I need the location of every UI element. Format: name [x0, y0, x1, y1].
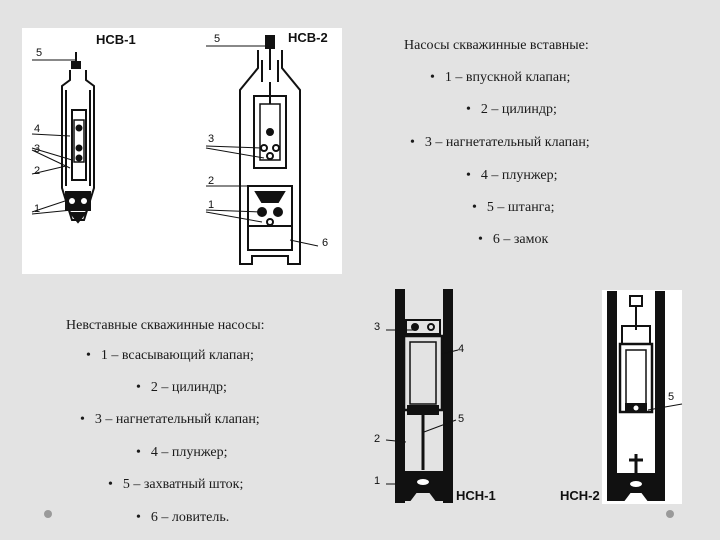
nsv2-label-5: 5	[214, 33, 220, 45]
insert-pumps-item-text: 6 – замок	[492, 232, 549, 247]
bullet: •	[466, 168, 471, 183]
nsv2-label-6: 6	[322, 237, 328, 249]
nsv2-label-2: 2	[208, 175, 214, 187]
bullet: •	[86, 348, 91, 363]
non-insert-pumps-heading: Невставные скважинные насосы:	[66, 318, 265, 333]
non-insert-pumps-item-3: • 3 – нагнетательный клапан;	[80, 412, 260, 428]
non-insert-pumps-item-1: • 1 – всасывающий клапан;	[86, 348, 254, 364]
nsn2-label-5: 5	[668, 391, 674, 403]
non-insert-pumps-item-text: 3 – нагнетательный клапан;	[94, 412, 260, 427]
non-insert-pumps-item-6: • 6 – ловитель.	[136, 510, 229, 526]
insert-pumps-legend: Насосы скважинные вставные: • 1 – впускно…	[404, 38, 590, 248]
insert-pumps-heading: Насосы скважинные вставные:	[404, 38, 589, 53]
insert-pumps-item-text: 3 – нагнетательный клапан;	[424, 135, 590, 150]
non-insert-pumps-item-text: 4 – плунжер;	[150, 445, 228, 460]
nsv1-label-2: 2	[34, 165, 40, 177]
nsn2-pump-drawing	[607, 291, 665, 501]
non-insert-pumps-item-text: 1 – всасывающий клапан;	[100, 348, 254, 363]
non-insert-pumps-item-5: • 5 – захватный шток;	[108, 477, 243, 493]
nsn1-label-1: 1	[374, 475, 380, 487]
nsv2-leader-lines	[205, 45, 319, 247]
insert-pumps-item-1: • 1 – впускной клапан;	[430, 70, 570, 86]
nsv1-label-1: 1	[34, 203, 40, 215]
bullet: •	[466, 102, 471, 117]
insert-pumps-item-4: • 4 – плунжер;	[466, 168, 557, 184]
decor-dot-right	[666, 510, 674, 518]
nsn1-label-4: 4	[458, 343, 464, 355]
nsn1-title: НСН-1	[456, 488, 496, 503]
nsv1-label-4: 4	[34, 123, 40, 135]
non-insert-pumps-item-2: • 2 – цилиндр;	[136, 380, 227, 396]
nsv1-pump-drawing	[61, 52, 95, 224]
non-insert-pumps-item-4: • 4 – плунжер;	[136, 445, 227, 461]
nsn2-title: НСН-2	[560, 488, 600, 503]
insert-pumps-item-3: • 3 – нагнетательный клапан;	[410, 135, 590, 151]
nsv1-title: НСВ-1	[96, 32, 136, 47]
decor-dot-left	[44, 510, 52, 518]
bullet: •	[136, 445, 141, 460]
nsv2-pump-drawing	[239, 35, 301, 265]
insert-pumps-item-text: 1 – впускной клапан;	[444, 70, 571, 85]
bullet: •	[80, 412, 85, 427]
bullet: •	[136, 380, 141, 395]
non-insert-pumps-item-text: 5 – захватный шток;	[122, 477, 244, 492]
nsv2-label-3: 3	[208, 133, 214, 145]
non-insert-pumps-item-text: 2 – цилиндр;	[150, 380, 227, 395]
bullet: •	[410, 135, 415, 150]
bullet: •	[478, 232, 483, 247]
non-insert-pumps-item-text: 6 – ловитель.	[150, 510, 230, 525]
insert-pumps-item-text: 5 – штанга;	[486, 200, 555, 215]
insert-pumps-item-6: • 6 – замок	[478, 232, 548, 248]
insert-pumps-item-2: • 2 – цилиндр;	[466, 102, 557, 118]
insert-pumps-item-text: 2 – цилиндр;	[480, 102, 557, 117]
bullet: •	[430, 70, 435, 85]
nsv2-label-1: 1	[208, 199, 214, 211]
nsn1-label-5: 5	[458, 413, 464, 425]
insert-pumps-item-text: 4 – плунжер;	[480, 168, 558, 183]
nsn1-label-3: 3	[374, 321, 380, 333]
nsv2-title: НСВ-2	[288, 30, 328, 45]
non-insert-pumps-legend: Невставные скважинные насосы: • 1 – всасы…	[66, 318, 265, 526]
nsv1-leader-lines	[31, 59, 76, 215]
bullet: •	[136, 510, 141, 525]
nsv1-label-5: 5	[36, 47, 42, 59]
insert-pumps-item-5: • 5 – штанга;	[472, 200, 555, 216]
nsv1-label-3: 3	[34, 143, 40, 155]
bullet: •	[472, 200, 477, 215]
nsn2-leader-lines	[647, 403, 683, 411]
nsn1-leader-lines	[385, 329, 459, 485]
nsn1-label-2: 2	[374, 433, 380, 445]
bullet: •	[108, 477, 113, 492]
nsn1-pump-drawing	[395, 289, 453, 503]
